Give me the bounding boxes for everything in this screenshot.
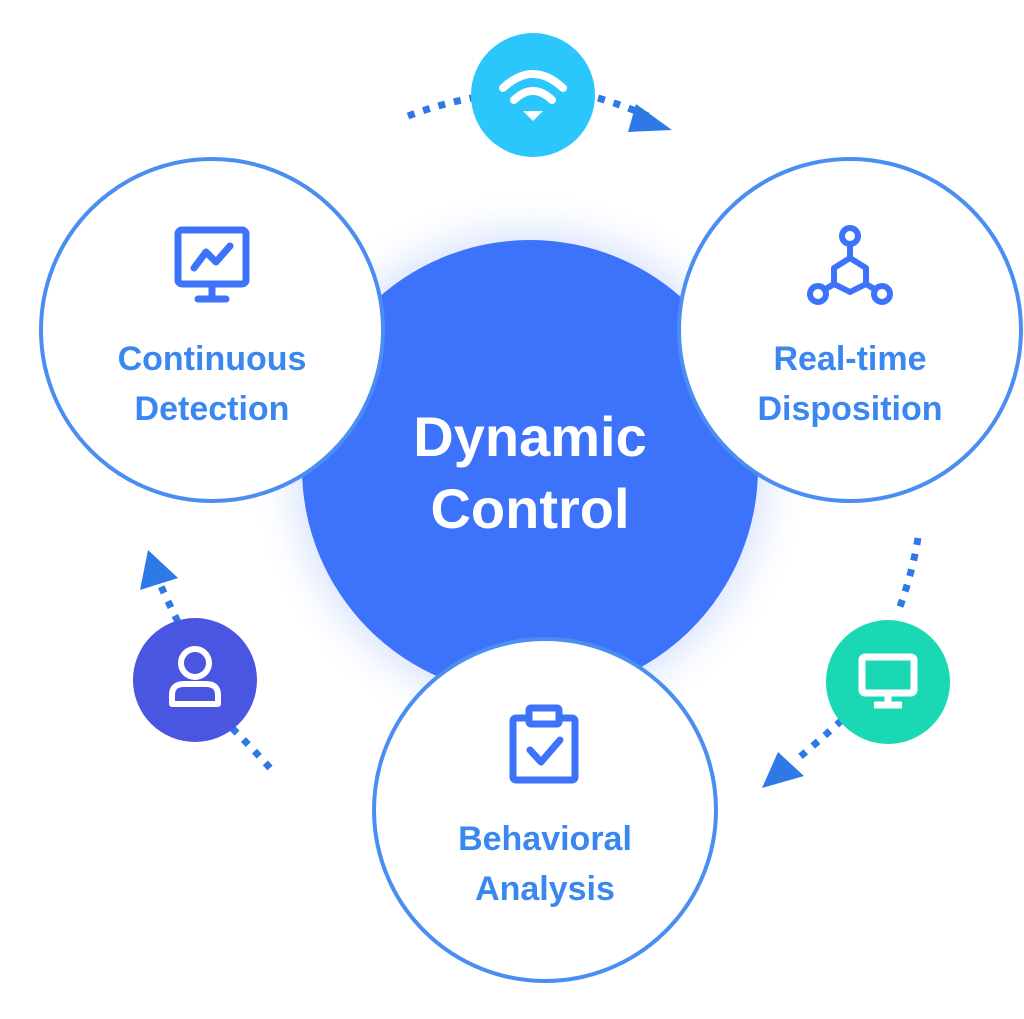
arrow-analysis-to-detection <box>140 550 273 771</box>
center-title-line2: Control <box>430 477 629 540</box>
user-icon <box>169 646 221 707</box>
network-nodes-icon <box>807 225 893 305</box>
node-continuous-detection: Continuous Detection <box>39 157 385 503</box>
node-real-time-disposition-line2: Disposition <box>757 390 942 428</box>
node-continuous-detection-line1: Continuous <box>118 340 307 378</box>
node-behavioral-analysis-line2: Analysis <box>475 870 615 908</box>
desktop-connector <box>826 620 950 744</box>
wifi-connector <box>471 33 595 157</box>
arrowhead-desktop <box>762 752 804 788</box>
arrow-disposition-to-analysis <box>762 537 922 788</box>
clipboard-check-icon <box>509 704 579 784</box>
monitor-chart-icon <box>174 226 250 303</box>
arrowhead-wifi <box>628 104 672 132</box>
node-real-time-disposition-line1: Real-time <box>773 340 926 378</box>
center-title-line1: Dynamic <box>413 405 646 468</box>
node-behavioral-analysis-line1: Behavioral <box>458 820 632 858</box>
center-circle <box>302 240 758 696</box>
user-connector <box>133 618 257 742</box>
arrowhead-user <box>140 550 178 590</box>
wifi-icon <box>499 70 567 104</box>
arrow-wifi-to-disposition <box>406 94 672 132</box>
node-real-time-disposition: Real-time Disposition <box>677 157 1023 503</box>
desktop-icon <box>858 653 918 709</box>
node-behavioral-analysis: Behavioral Analysis <box>372 637 718 983</box>
node-continuous-detection-line2: Detection <box>135 390 290 428</box>
